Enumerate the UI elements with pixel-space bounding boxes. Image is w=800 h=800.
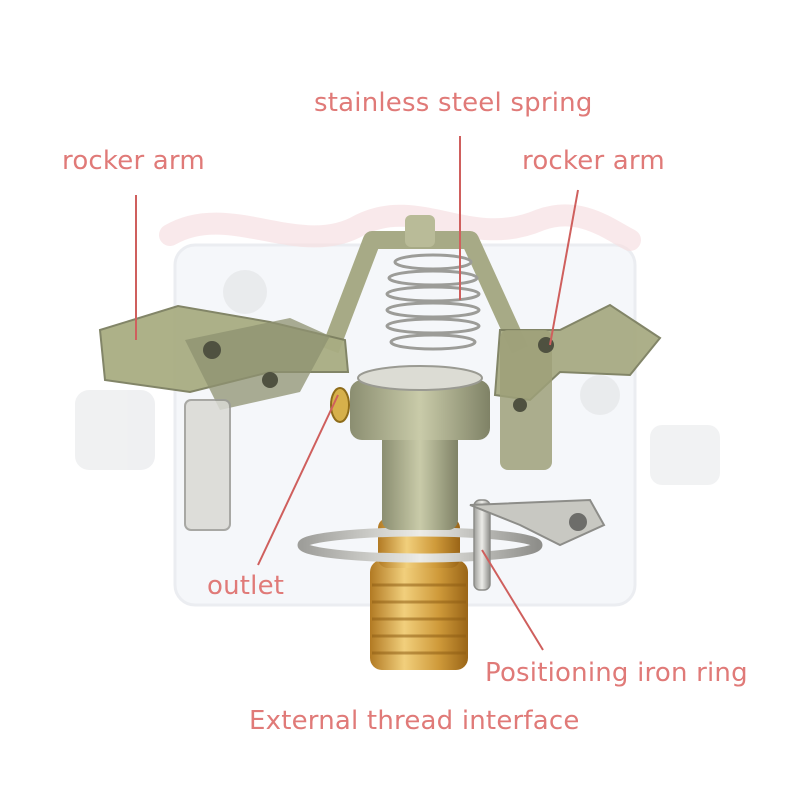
leader-ring [481,549,544,651]
leader-outlet [257,394,339,566]
label-positioning-iron-ring: Positioning iron ring [485,658,748,688]
rocker-arm-left [98,304,350,531]
leader-rocker-right [549,189,579,346]
rocker-arm-right [493,303,662,470]
external-thread [370,518,468,670]
label-rocker-arm-right: rocker arm [522,146,665,176]
label-outlet: outlet [207,571,285,601]
outlet-nozzle [330,387,350,423]
positioning-ring [297,498,606,591]
leader-lines [135,136,579,651]
sprinkler-body [321,215,529,530]
label-rocker-arm-left: rocker arm [62,146,205,176]
label-stainless-steel-spring: stainless steel spring [314,88,593,118]
label-external-thread-interface: External thread interface [249,706,580,736]
spring [385,253,481,351]
